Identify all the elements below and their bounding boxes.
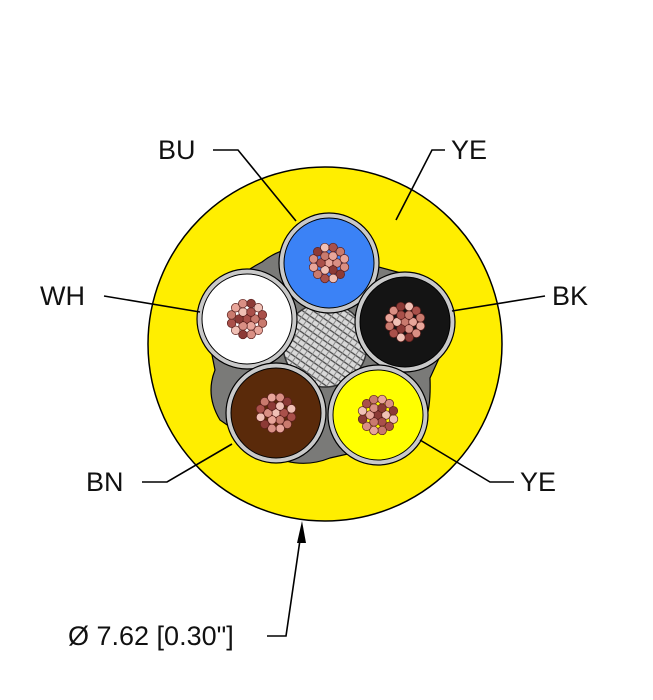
copper-strand xyxy=(282,419,292,429)
copper-strand xyxy=(263,408,273,418)
copper-strand xyxy=(362,421,372,431)
copper-strand xyxy=(316,258,326,268)
conductor-blue xyxy=(278,212,380,314)
copper-strand xyxy=(250,314,260,324)
copper-strand xyxy=(260,419,270,429)
copper-strand xyxy=(404,301,414,312)
copper-strand xyxy=(365,410,375,420)
copper-strand xyxy=(238,329,248,340)
copper-strand xyxy=(396,301,406,312)
copper-strand xyxy=(279,408,289,418)
copper-strand xyxy=(396,332,406,343)
copper-strand xyxy=(381,410,391,420)
label-ye-top: YE xyxy=(451,135,487,165)
copper-strand xyxy=(257,310,268,320)
copper-strand xyxy=(404,332,414,343)
label-bk: BK xyxy=(552,281,588,311)
copper-strand xyxy=(308,254,319,264)
leader-wh xyxy=(103,295,201,313)
copper-strand xyxy=(411,328,421,338)
conductor-brown xyxy=(225,362,327,464)
copper-strand xyxy=(328,273,338,284)
conductor-white xyxy=(196,268,298,370)
copper-strand xyxy=(234,314,244,324)
leader-bu xyxy=(213,149,297,222)
copper-strand xyxy=(246,298,256,309)
leader-ye-bottom xyxy=(419,439,514,483)
copper-strand xyxy=(388,406,399,416)
copper-strand xyxy=(282,397,292,407)
copper-strand xyxy=(238,298,248,309)
copper-strand xyxy=(226,310,237,320)
copper-strand xyxy=(384,421,394,431)
copper-strand xyxy=(384,321,395,331)
copper-strand xyxy=(275,423,285,434)
copper-strand xyxy=(362,399,372,409)
copper-strand xyxy=(411,306,421,316)
copper-strand xyxy=(377,394,387,405)
copper-strand xyxy=(286,404,297,414)
copper-strand xyxy=(384,399,394,409)
copper-strand xyxy=(392,317,402,327)
copper-strand xyxy=(267,423,277,434)
copper-strand xyxy=(384,313,395,323)
copper-strand xyxy=(313,269,323,279)
leader-ye-top xyxy=(395,149,445,221)
leader-bk xyxy=(451,295,546,312)
copper-strand xyxy=(415,313,426,323)
copper-strand xyxy=(389,306,399,316)
copper-strand xyxy=(267,392,277,403)
copper-strand xyxy=(408,317,418,327)
diameter-arrowhead xyxy=(297,521,306,543)
copper-strand xyxy=(357,414,368,424)
copper-strand xyxy=(369,394,379,405)
copper-strand xyxy=(369,425,379,436)
copper-strand xyxy=(328,242,338,253)
copper-strand xyxy=(377,425,387,436)
copper-strand xyxy=(231,325,241,335)
copper-strand xyxy=(253,303,263,313)
copper-strand xyxy=(260,397,270,407)
copper-strand xyxy=(226,318,237,328)
copper-strand xyxy=(339,254,350,264)
label-wh: WH xyxy=(40,281,85,311)
label-bu: BU xyxy=(158,135,196,165)
leader-bn xyxy=(142,443,233,483)
copper-strand xyxy=(246,329,256,340)
copper-strand xyxy=(255,412,266,422)
conductor-black xyxy=(354,271,456,373)
label-ye-bottom: YE xyxy=(520,467,556,497)
copper-strand xyxy=(320,242,330,253)
copper-strand xyxy=(253,325,263,335)
copper-strand xyxy=(308,262,319,272)
copper-strand xyxy=(357,406,368,416)
copper-strand xyxy=(335,269,345,279)
copper-strand xyxy=(332,258,342,268)
copper-strand xyxy=(231,303,241,313)
label-diameter: Ø 7.62 [0.30"] xyxy=(68,621,234,651)
copper-strand xyxy=(320,273,330,284)
conductor-yellow xyxy=(327,364,429,466)
copper-strand xyxy=(275,392,285,403)
label-bn: BN xyxy=(86,467,124,497)
copper-strand xyxy=(255,404,266,414)
copper-strand xyxy=(389,328,399,338)
copper-strand xyxy=(335,247,345,257)
copper-strand xyxy=(313,247,323,257)
leader-diameter xyxy=(267,539,301,637)
